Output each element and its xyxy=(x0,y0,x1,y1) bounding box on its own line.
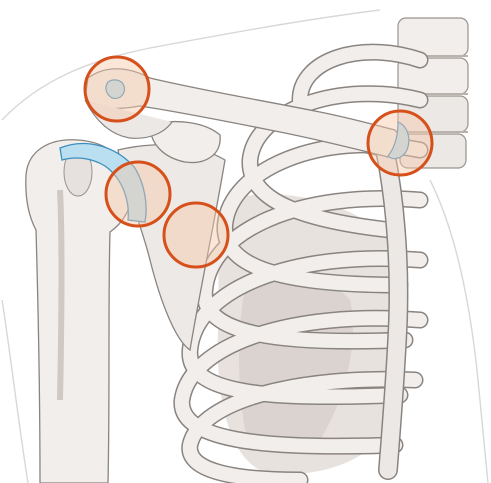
humerus xyxy=(25,139,133,483)
glenohumeral-joint-highlight xyxy=(104,160,172,228)
rib-cage xyxy=(173,43,429,483)
ac-cartilage xyxy=(105,79,125,99)
sternum xyxy=(375,140,409,480)
joint-highlights xyxy=(83,55,434,269)
scapulothoracic-joint-highlight xyxy=(162,201,230,269)
sternoclavicular-joint-highlight xyxy=(366,109,434,177)
body-silhouette xyxy=(1,9,489,483)
acromioclavicular-joint-highlight xyxy=(83,55,151,123)
sc-cartilage xyxy=(387,121,410,160)
glenohumeral-cartilage xyxy=(59,142,147,223)
